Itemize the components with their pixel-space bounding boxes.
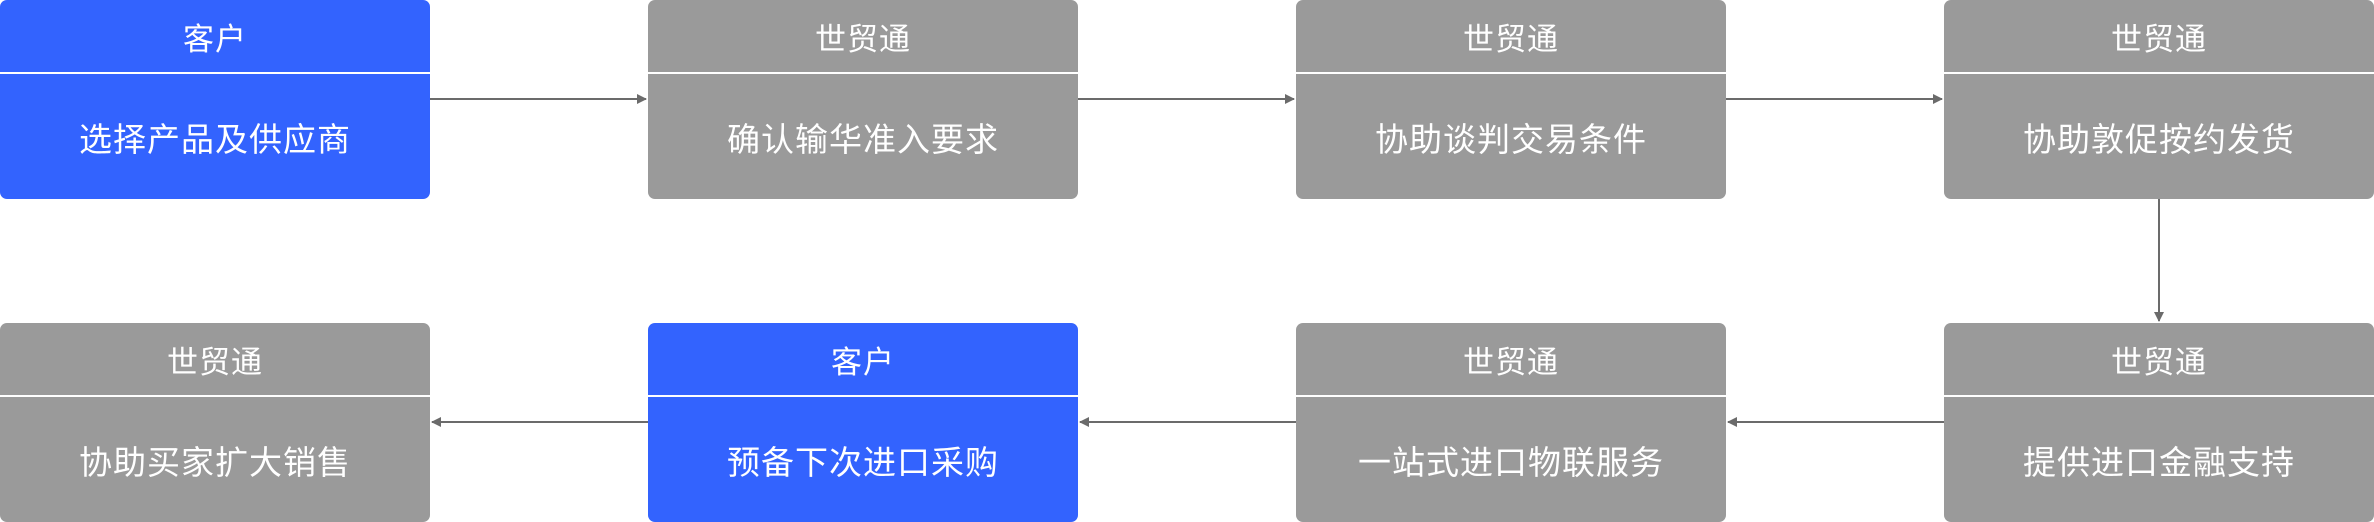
step-1-box: 客户 选择产品及供应商: [0, 0, 430, 199]
step-1-task: 选择产品及供应商: [79, 119, 351, 159]
step-2-role: 世贸通: [815, 21, 911, 58]
step-6-role: 世贸通: [1463, 344, 1559, 381]
step-2-task: 确认输华准入要求: [727, 119, 999, 159]
step-4-box: 世贸通 协助敦促按约发货: [1944, 0, 2374, 199]
step-7-divider: [648, 395, 1078, 397]
step-5-role: 世贸通: [2111, 344, 2207, 381]
step-7-box: 客户 预备下次进口采购: [648, 323, 1078, 522]
step-3-divider: [1296, 72, 1726, 74]
step-3-box: 世贸通 协助谈判交易条件: [1296, 0, 1726, 199]
step-4-task: 协助敦促按约发货: [2023, 119, 2295, 159]
step-7-task: 预备下次进口采购: [727, 442, 999, 482]
step-5-box: 世贸通 提供进口金融支持: [1944, 323, 2374, 522]
step-1-role: 客户: [183, 21, 247, 58]
step-3-role: 世贸通: [1463, 21, 1559, 58]
step-5-divider: [1944, 395, 2374, 397]
step-8-role: 世贸通: [167, 344, 263, 381]
step-8-box: 世贸通 协助买家扩大销售: [0, 323, 430, 522]
step-7-role: 客户: [831, 344, 895, 381]
step-6-box: 世贸通 一站式进口物联服务: [1296, 323, 1726, 522]
step-8-task: 协助买家扩大销售: [79, 442, 351, 482]
step-2-divider: [648, 72, 1078, 74]
step-6-divider: [1296, 395, 1726, 397]
step-5-task: 提供进口金融支持: [2023, 442, 2295, 482]
step-4-divider: [1944, 72, 2374, 74]
step-6-task: 一站式进口物联服务: [1358, 442, 1664, 482]
step-3-task: 协助谈判交易条件: [1375, 119, 1647, 159]
step-1-divider: [0, 72, 430, 74]
step-4-role: 世贸通: [2111, 21, 2207, 58]
step-8-divider: [0, 395, 430, 397]
step-2-box: 世贸通 确认输华准入要求: [648, 0, 1078, 199]
